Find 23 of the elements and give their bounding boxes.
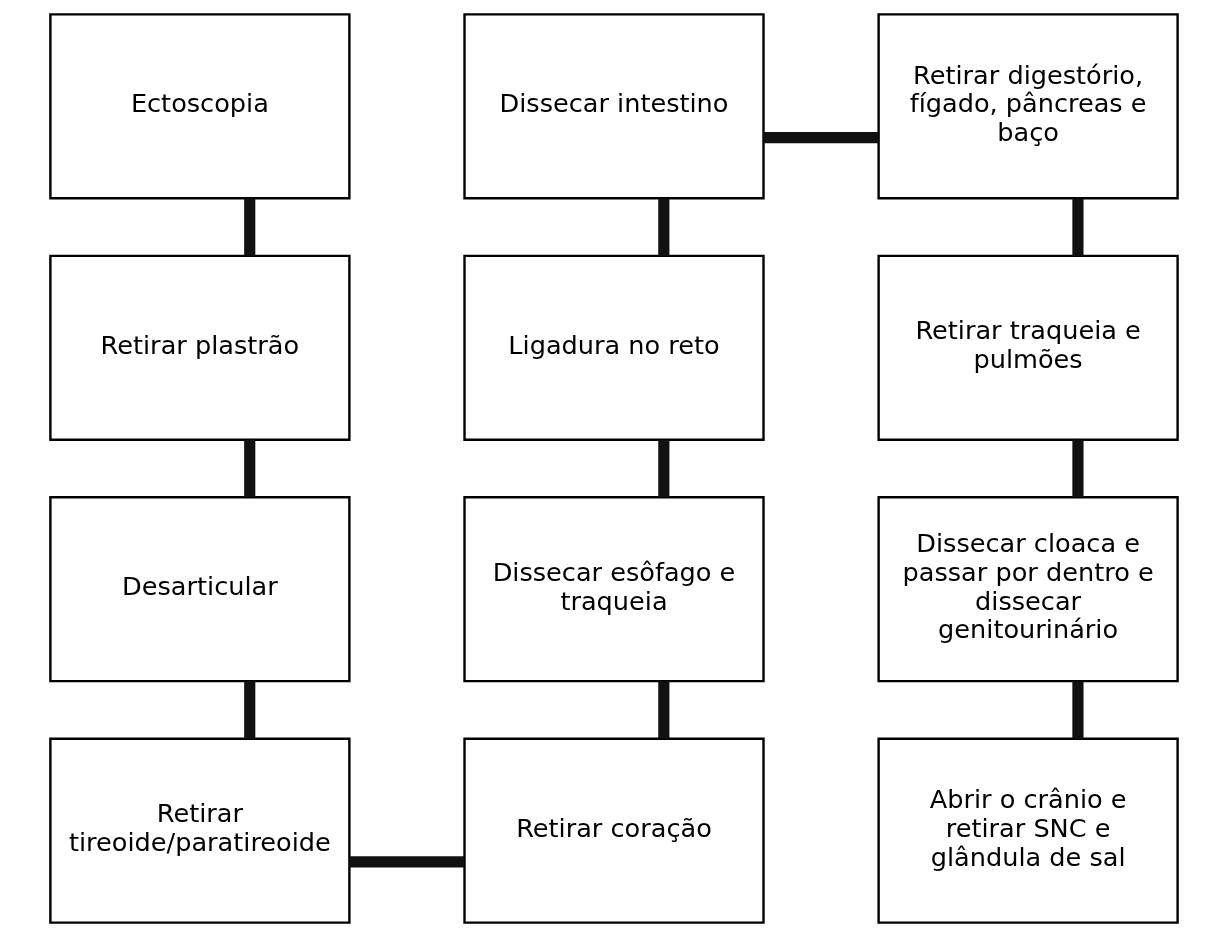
node-box: Ectoscopia — [49, 13, 351, 200]
node-box: Desarticular — [49, 496, 351, 683]
connector — [658, 198, 670, 256]
connector — [658, 681, 670, 739]
connector — [244, 198, 256, 256]
connector — [763, 131, 879, 144]
connector — [349, 856, 465, 868]
node-box: Retirar coração — [463, 737, 765, 924]
node-box: Abrir o crânio e retirar SNC e glândula de sal — [877, 737, 1179, 924]
connector — [1072, 439, 1084, 498]
connector — [1072, 681, 1084, 739]
node-box: Dissecar cloaca e passar por dentro e dissecar genitourinário — [877, 496, 1179, 683]
node-box: Ligadura no reto — [463, 254, 765, 441]
node-box: Dissecar intestino — [463, 13, 765, 200]
node-box: Dissecar esôfago e traqueia — [463, 496, 765, 683]
node-box: Retirar digestório, fígado, pâncreas e baço — [877, 13, 1179, 200]
connector — [658, 439, 670, 498]
node-box: Retirar traqueia e pulmões — [877, 254, 1179, 441]
connector — [244, 439, 256, 498]
node-box: Retirar plastrão — [49, 254, 351, 441]
connector — [1072, 198, 1084, 256]
connector — [244, 681, 256, 739]
node-box: Retirar tireoide/paratireoide — [49, 737, 351, 924]
